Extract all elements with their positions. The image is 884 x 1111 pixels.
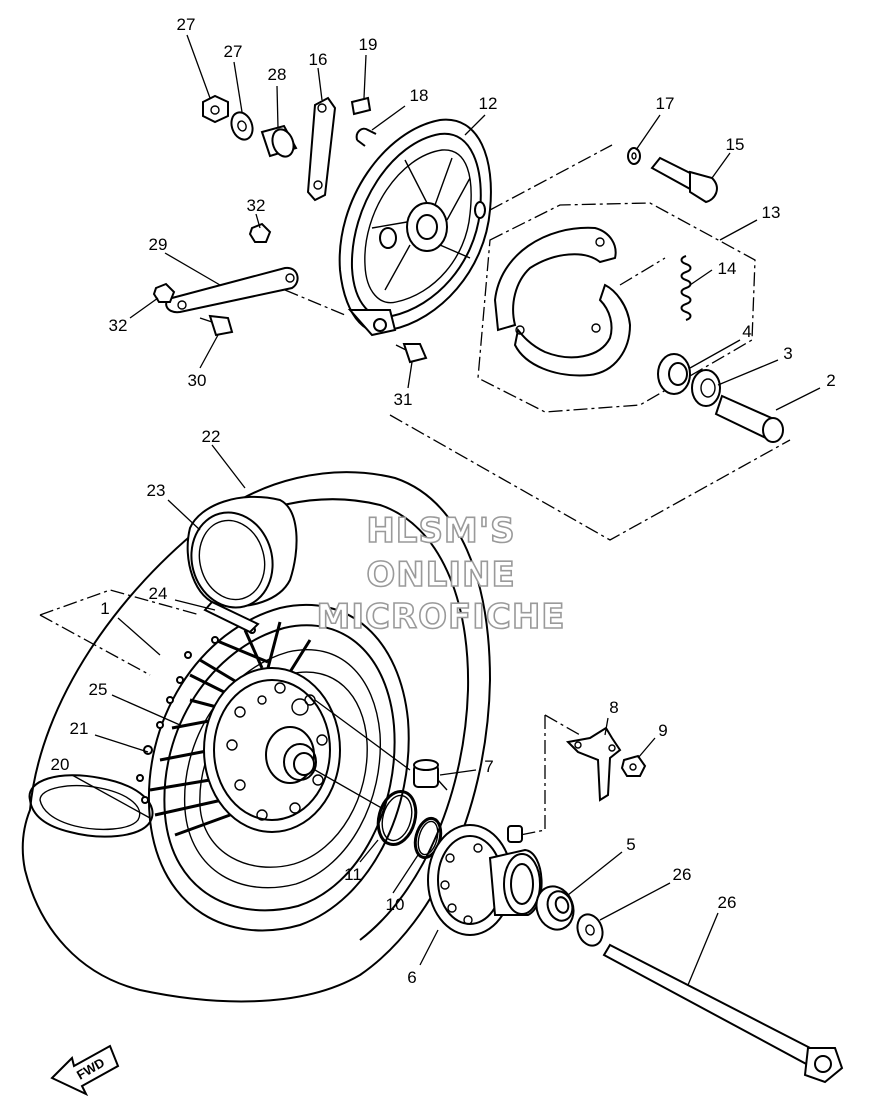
shoe-spring — [680, 255, 692, 321]
callout-22: 22 — [202, 427, 221, 446]
callout-31-right: 31 — [394, 390, 413, 409]
watermark-line-2: ONLINE — [366, 555, 515, 595]
rim-band — [203, 600, 260, 634]
brake-arm — [306, 96, 337, 202]
callout-15: 15 — [726, 135, 745, 154]
callout-17: 17 — [656, 94, 675, 113]
axle — [602, 943, 844, 1084]
clutch-hub — [427, 824, 543, 936]
callout-6: 6 — [407, 968, 416, 987]
tube — [190, 511, 274, 609]
callout-25: 25 — [89, 680, 108, 699]
callout-30: 29 — [149, 235, 168, 254]
washer-27-upper — [230, 111, 254, 141]
nut-9 — [620, 754, 647, 777]
nut-32-upper — [248, 222, 272, 243]
watermark-line-1: HLSM'S — [366, 511, 515, 551]
callout-5: 5 — [626, 835, 635, 854]
callout-32-lower: 32 — [109, 316, 128, 335]
callout-1: 1 — [100, 599, 109, 618]
callout-labels: 27 27 28 16 19 18 12 17 15 13 14 4 3 2 3… — [51, 15, 836, 987]
hub — [203, 667, 341, 833]
washer-27-lower — [576, 913, 604, 947]
forward-arrow: FWD — [50, 1044, 120, 1097]
callout-32-upper: 32 — [247, 196, 266, 215]
clip-18 — [355, 127, 377, 147]
callout-29: 27 — [177, 15, 196, 34]
callout-21: 21 — [70, 719, 89, 738]
callout-4: 4 — [742, 322, 751, 341]
brake-shoes — [477, 202, 756, 413]
lock-plate — [565, 726, 622, 802]
callout-10: 10 — [386, 895, 405, 914]
callout-8: 8 — [609, 698, 618, 717]
watermark: HLSM'S ONLINE MICROFICHE — [316, 510, 566, 638]
callout-11: 11 — [344, 865, 362, 884]
callout-27-lower: 26 — [673, 865, 692, 884]
callout-3: 3 — [783, 344, 792, 363]
bearing-4 — [657, 353, 691, 395]
camshaft — [650, 156, 718, 204]
collar-28 — [260, 124, 298, 158]
callout-18: 18 — [410, 86, 429, 105]
callout-26: 26 — [718, 893, 737, 912]
callout-14: 14 — [718, 259, 737, 278]
leader-lines — [71, 34, 821, 986]
bolt-19 — [350, 96, 372, 116]
callout-31-left: 30 — [188, 371, 207, 390]
bolt-31-left — [199, 314, 234, 337]
spacer-2 — [714, 394, 784, 443]
callout-20: 20 — [51, 755, 70, 774]
spokes — [149, 621, 312, 837]
callout-2: 2 — [826, 371, 835, 390]
callout-13: 13 — [762, 203, 781, 222]
torque-rod — [165, 266, 299, 314]
washer-17 — [627, 147, 641, 165]
oil-seal-3 — [691, 369, 721, 407]
callout-24: 24 — [149, 584, 168, 603]
watermark-line-3: MICROFICHE — [316, 597, 565, 637]
callout-27-upper: 27 — [224, 42, 243, 61]
callout-9: 9 — [658, 721, 667, 740]
nut-29 — [202, 94, 229, 124]
callout-12: 12 — [479, 94, 498, 113]
nut-32-lower — [152, 282, 176, 303]
spacer-collar — [413, 759, 448, 791]
callout-28: 28 — [268, 65, 287, 84]
callout-19: 19 — [359, 35, 378, 54]
bolt-31-right — [395, 343, 428, 364]
brake-panel — [338, 118, 492, 337]
bearing-5 — [535, 885, 575, 931]
callout-7: 7 — [484, 757, 493, 776]
callout-16: 16 — [309, 50, 328, 69]
callout-23: 23 — [147, 481, 166, 500]
assembly-lines — [39, 144, 791, 836]
